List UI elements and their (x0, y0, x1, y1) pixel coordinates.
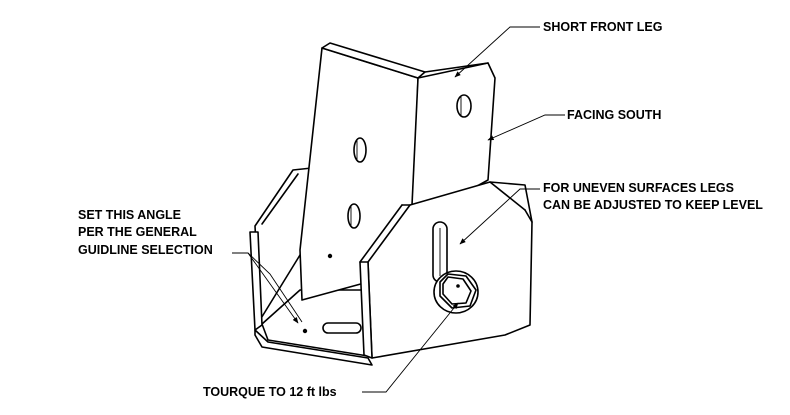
floor-slot (322, 322, 362, 334)
label-angle-line1: SET THIS ANGLE (78, 208, 181, 222)
left-wall-edge (249, 231, 263, 331)
callouts: SHORT FRONT LEG FACING SOUTH FOR UNEVEN … (78, 20, 763, 399)
leader-facing-south (487, 114, 565, 141)
hex-bolt (433, 270, 479, 314)
label-uneven-line1: FOR UNEVEN SURFACES LEGS (543, 181, 734, 195)
leader-uneven (459, 188, 540, 245)
leader-short-front-leg (454, 26, 540, 78)
label-short-front-leg: SHORT FRONT LEG (543, 20, 662, 34)
front-wall-edge (359, 261, 373, 359)
floor-hole (302, 328, 308, 334)
bolt-head-face (442, 276, 472, 305)
label-facing-south: FACING SOUTH (567, 108, 661, 122)
label-angle-line2: PER THE GENERAL (78, 225, 197, 239)
leg-hole-lower (347, 203, 361, 229)
base-front-wall (359, 181, 533, 359)
leader-lines (232, 26, 565, 393)
leader-angle-b (247, 252, 303, 323)
label-uneven-line2: CAN BE ADJUSTED TO KEEP LEVEL (543, 198, 763, 212)
leader-torque (362, 302, 459, 393)
label-angle-line3: GUIDLINE SELECTION (78, 243, 213, 257)
leg-hole-upper (353, 137, 367, 163)
label-torque: TOURQUE TO 12 ft lbs (203, 385, 337, 399)
leg-hole-right (456, 94, 472, 118)
